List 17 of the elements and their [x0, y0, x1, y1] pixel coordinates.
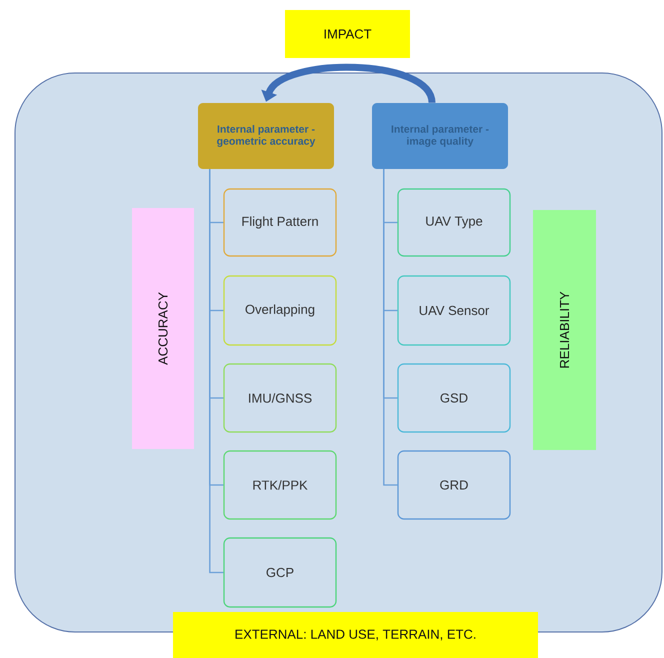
parameter-box: GCP — [223, 537, 337, 608]
parameter-box: RTK/PPK — [223, 450, 337, 520]
parameter-box: UAV Type — [397, 188, 511, 257]
parameter-box: IMU/GNSS — [223, 363, 337, 433]
header-box: Internal parameter - geometric accuracy — [198, 103, 334, 169]
tree-connector — [209, 169, 224, 574]
parameter-box: UAV Sensor — [397, 275, 511, 346]
parameter-box: Overlapping — [223, 275, 337, 346]
category-band: ACCURACY — [132, 208, 194, 449]
tree-connector — [383, 169, 398, 486]
impact-label: IMPACT — [285, 10, 410, 58]
parameter-box: GRD — [397, 450, 511, 520]
header-box: Internal parameter - image quality — [372, 103, 508, 169]
parameter-box: GSD — [397, 363, 511, 433]
external-label: EXTERNAL: LAND USE, TERRAIN, ETC. — [173, 612, 538, 658]
parameter-box: Flight Pattern — [223, 188, 337, 257]
category-band: RELIABILITY — [533, 210, 596, 450]
